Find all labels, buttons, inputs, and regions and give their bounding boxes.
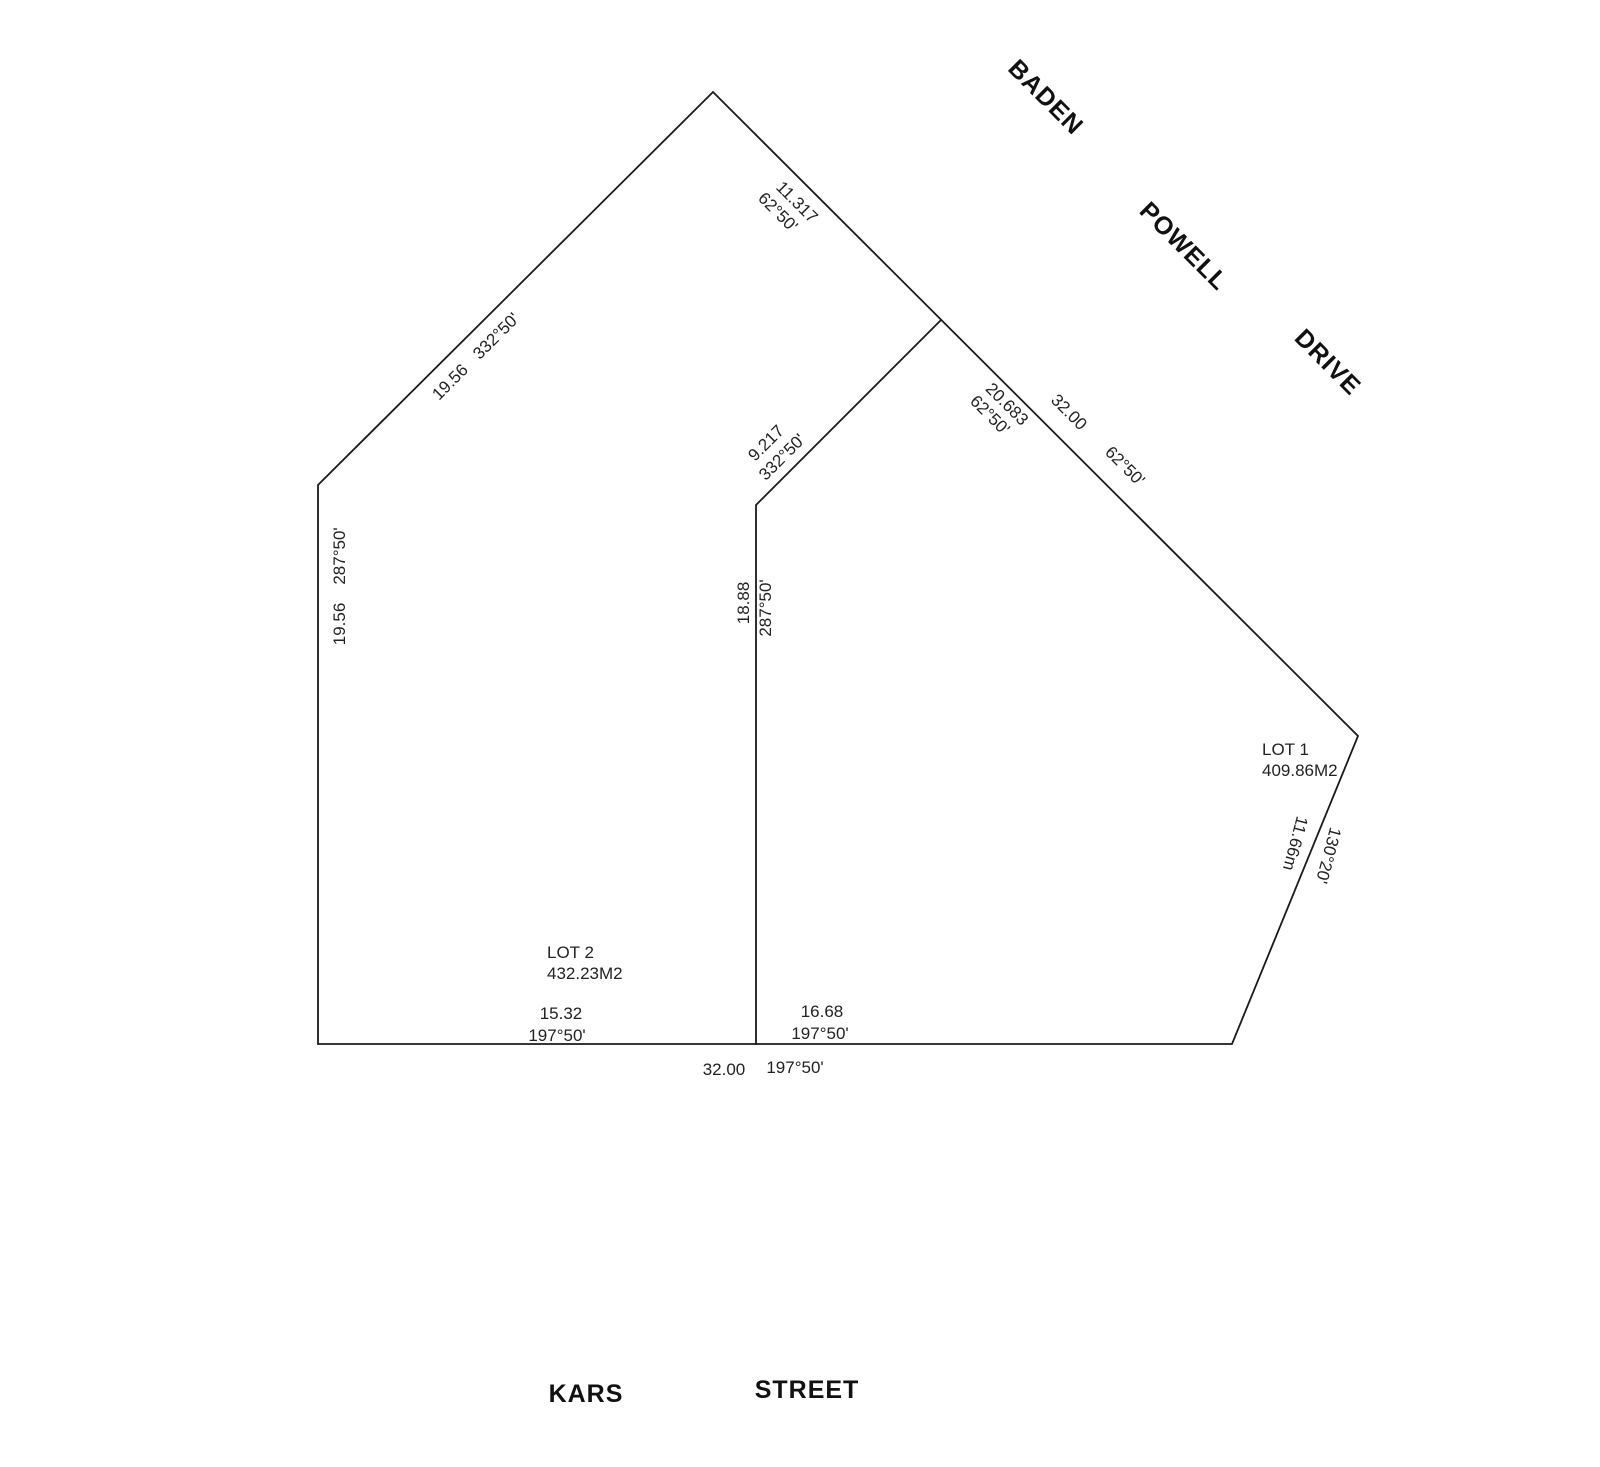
lot2-area: 432.23M2 [547,964,623,983]
dim-ne-total-length: 32.00 [1047,390,1091,434]
dim-mid-length: 18.88 [734,582,753,625]
road-label-baden: BADEN [1003,54,1089,140]
lot1-name: LOT 1 [1262,740,1309,759]
dim-se-length: 11.66m [1279,814,1312,872]
dim-s-total-bearing: 197°50' [766,1058,823,1077]
dim-s-total-length: 32.00 [703,1060,746,1079]
dim-west-bearing: 287°50' [330,527,349,584]
road-label-drive: DRIVE [1289,324,1366,401]
dim-mid-bearing: 287°50' [756,579,775,636]
lot1-area: 409.86M2 [1262,761,1338,780]
dim-west-length: 19.56 [330,603,349,646]
dim-ne-total-bearing: 62°50' [1101,442,1148,489]
dim-nw-bearing: 332°50' [469,309,523,363]
dim-s-lot1-bearing: 197°50' [791,1024,848,1043]
dim-s-lot2-length: 15.32 [540,1004,583,1023]
outer-boundary [317,90,1360,1045]
dim-s-lot2-bearing: 197°50' [528,1026,585,1045]
lot-divider [755,318,943,1045]
dim-s-lot1-length: 16.68 [801,1002,844,1021]
lot2-name: LOT 2 [547,943,594,962]
road-label-powell: POWELL [1134,197,1234,297]
road-label-kars: KARS [549,1380,624,1408]
dim-se-bearing: 130°20' [1312,825,1345,885]
dim-nw-length: 19.56 [428,360,472,404]
road-label-street: STREET [755,1376,860,1404]
